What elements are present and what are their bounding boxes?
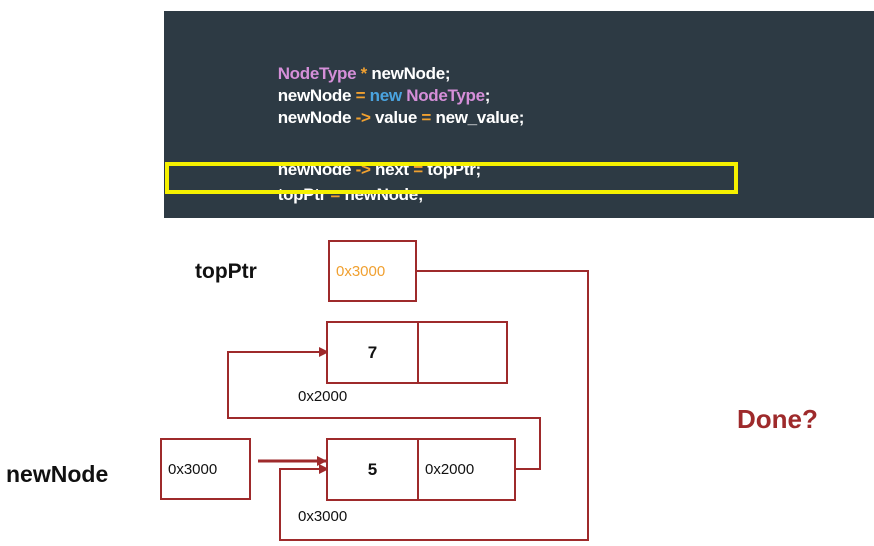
node5-value: 5 <box>367 459 378 479</box>
node5-next: 0x2000 <box>425 461 475 478</box>
next-arrow <box>227 347 541 470</box>
code-token: new_value; <box>431 108 525 127</box>
code-token: = <box>330 185 341 204</box>
topPtr-box: 0x3000 <box>328 240 417 302</box>
newNode-value: 0x3000 <box>168 460 218 478</box>
code-token: newNode <box>277 108 356 127</box>
node7-value: 7 <box>367 342 378 362</box>
node5-value-box: 5 <box>326 438 419 501</box>
code-token: ; <box>484 86 491 105</box>
code-token: * <box>356 64 372 83</box>
code-token: value <box>370 108 422 127</box>
code-token: -> <box>355 108 371 127</box>
newNode-label: newNode <box>6 461 109 487</box>
code-token: = <box>421 108 432 127</box>
code-panel: NodeType * newNode; newNode = new NodeTy… <box>164 11 874 218</box>
newNode-box: 0x3000 <box>160 438 251 500</box>
node7-address: 0x2000 <box>298 388 348 405</box>
highlight-box <box>165 162 738 194</box>
node7-value-box: 7 <box>326 321 419 384</box>
code-line-3: newNode -> value = new_value; <box>260 88 525 148</box>
code-token: new <box>365 86 407 105</box>
node5-address: 0x3000 <box>298 508 348 525</box>
topPtr-arrow <box>279 270 589 541</box>
code-token: NodeType <box>406 86 485 105</box>
code-token: newNode <box>277 86 356 105</box>
code-token: = <box>355 86 366 105</box>
code-token: newNode; <box>371 64 451 83</box>
topPtr-label: topPtr <box>195 260 257 283</box>
done-question: Done? <box>737 404 818 434</box>
code-line-2: newNode = new NodeType; <box>260 66 491 126</box>
node5-next-box: 0x2000 <box>417 438 516 501</box>
code-token: topPtr <box>277 185 331 204</box>
code-token: newNode; <box>340 185 424 204</box>
code-token: NodeType <box>277 64 357 83</box>
code-token: = <box>413 160 423 179</box>
topPtr-value: 0x3000 <box>336 262 386 280</box>
code-line-1: NodeType * newNode; <box>260 44 451 104</box>
code-line-5: topPtr = newNode; <box>260 165 424 225</box>
node7-next-box <box>417 321 508 384</box>
